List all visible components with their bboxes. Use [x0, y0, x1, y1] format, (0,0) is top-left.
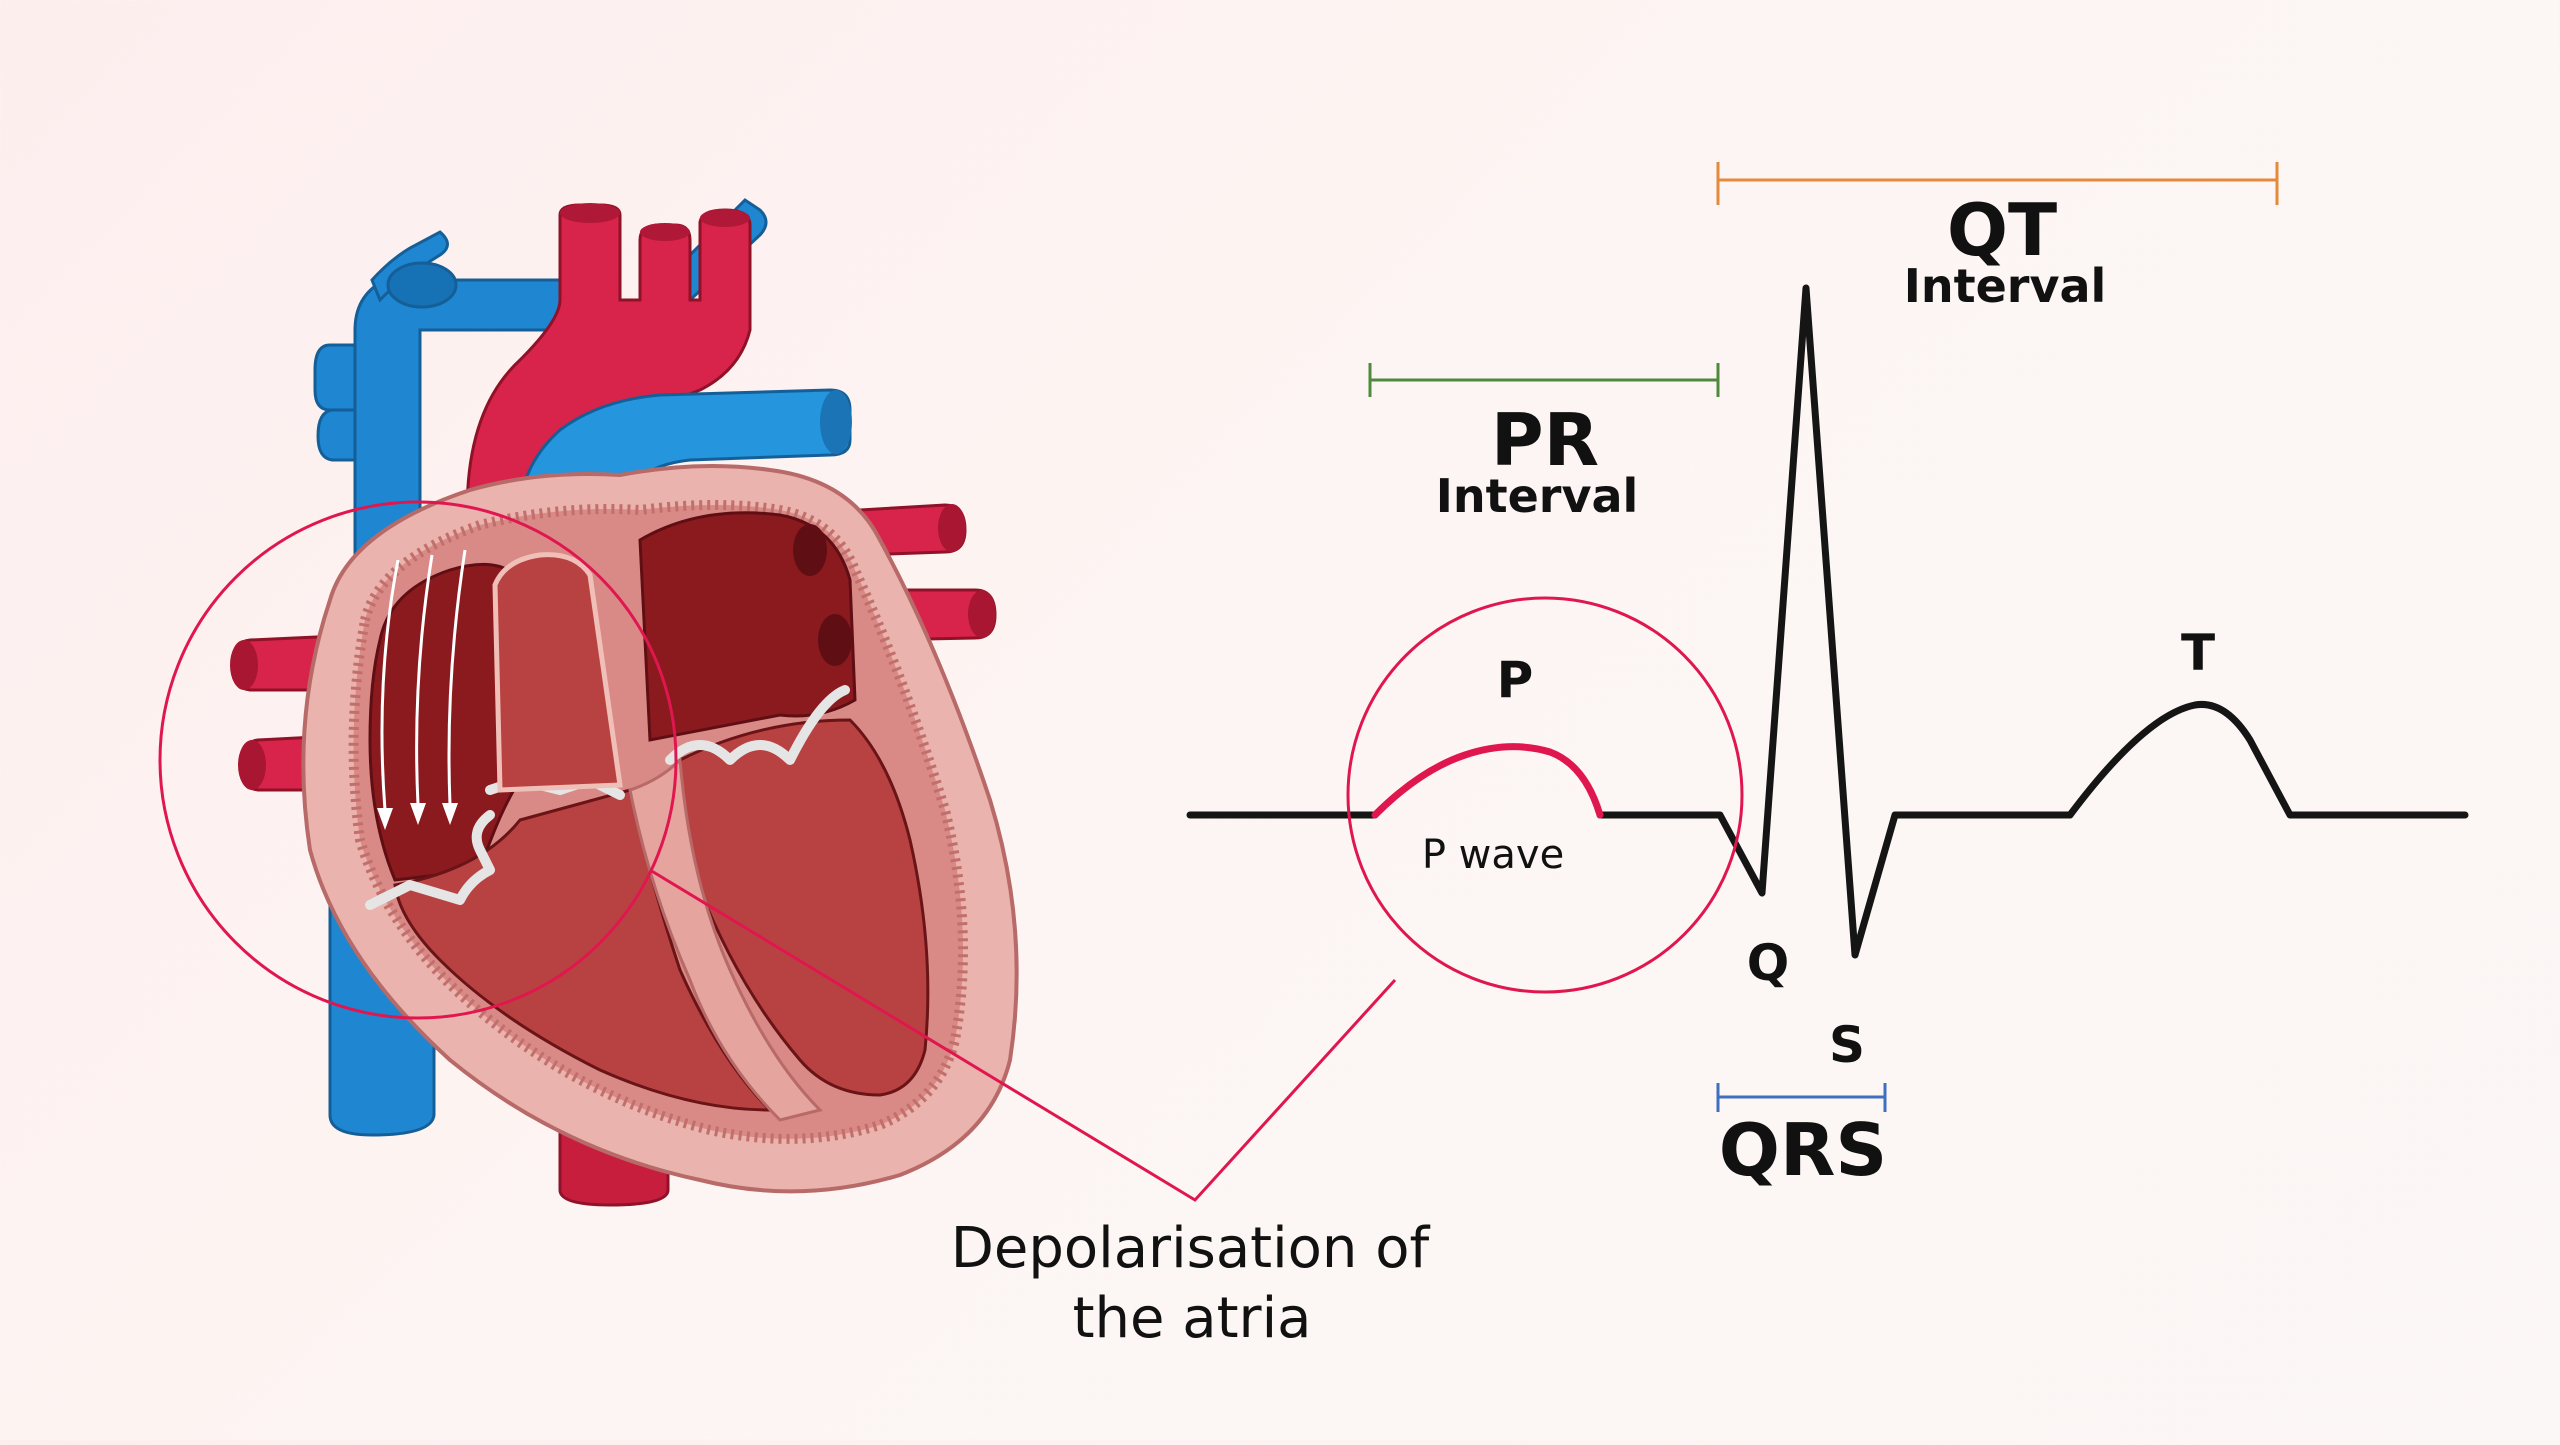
- p-wave-highlight-circle: [1346, 596, 1744, 994]
- heart-illustration: [158, 198, 1019, 1207]
- inferior-vena-cava: [328, 896, 436, 1137]
- qt-subtitle: Interval: [1904, 259, 2107, 313]
- pulmonary-trunk-opening: [820, 390, 852, 454]
- qrs-interval-bracket: [1716, 1083, 1887, 1112]
- p-wave-label: P wave: [1422, 832, 1564, 878]
- interventricular-septum: [628, 756, 823, 1122]
- pr-title: PR: [1491, 398, 1599, 482]
- caption-line-1: Depolarisation of: [951, 1216, 1431, 1281]
- q-label: Q: [1747, 934, 1790, 992]
- aorta-branch-1-opening: [560, 203, 620, 223]
- aorta-branch-2-opening: [640, 223, 690, 241]
- atria-highlight-circle: [158, 500, 678, 1020]
- pulmonary-vein-opening-1: [793, 524, 827, 576]
- ascending-aorta-tube: [492, 552, 623, 793]
- qt-interval-bracket: [1716, 162, 2279, 205]
- tricuspid-valve: [365, 810, 495, 910]
- qrs-label: QRS: [1719, 1108, 1888, 1192]
- t-wave: [2066, 700, 2469, 819]
- t-label: T: [2181, 624, 2215, 682]
- aorta-branch-3-opening: [700, 209, 750, 227]
- ecg-line-after-p: [1596, 284, 2074, 959]
- ecg-trace: [1186, 284, 2469, 994]
- pr-subtitle: Interval: [1436, 469, 1639, 523]
- pr-interval-bracket: [1368, 363, 1720, 397]
- p-label: P: [1497, 651, 1534, 709]
- s-label: S: [1829, 1016, 1865, 1074]
- pulmonary-vein-opening-2: [818, 614, 852, 666]
- pulmonary-vein-left: [313, 343, 357, 412]
- mitral-valve: [665, 685, 850, 765]
- conduction-arrows: [380, 549, 467, 811]
- caption-line-2: the atria: [1073, 1286, 1312, 1351]
- caption-connector-line: [649, 868, 1397, 1202]
- pulmonary-vein-left-2: [316, 408, 357, 462]
- qt-title: QT: [1947, 188, 2057, 272]
- right-atrium: [368, 562, 522, 882]
- p-wave: [1371, 743, 1604, 819]
- vena-cava-opening: [386, 261, 458, 309]
